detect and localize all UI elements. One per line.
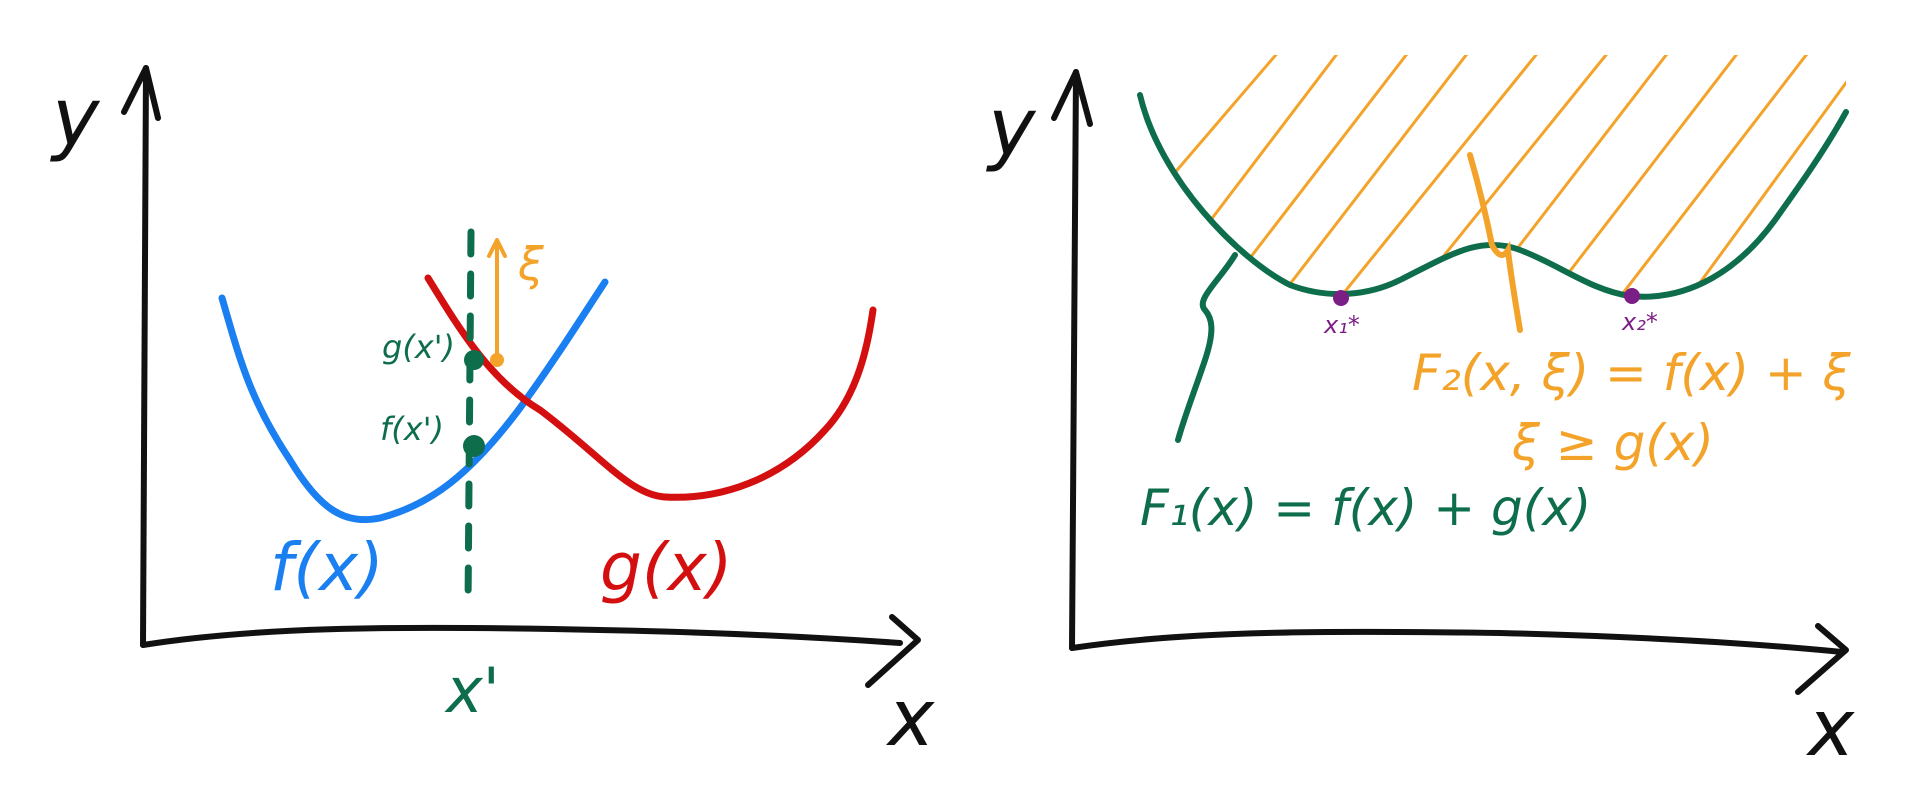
- F2-pointer-squiggle: [1467, 152, 1523, 333]
- F1-pointer-squiggle: [1175, 252, 1238, 443]
- left-y-axis-arrowhead: [121, 65, 161, 121]
- left-panel: y x g(x') f(x') ξ f(x) g(x) x': [50, 65, 935, 764]
- right-panel: y x x₁* x₂* F₂(x, ξ) = f(x) + ξ: [986, 55, 1855, 774]
- right-x-axis-label: x: [1805, 684, 1855, 774]
- minimizer-2-point: [1624, 288, 1640, 304]
- xi-arrowhead: [487, 238, 507, 258]
- left-x-axis-label: x: [885, 674, 935, 764]
- minimizer-1-point: [1333, 290, 1349, 306]
- g-at-x-prime-label: g(x'): [382, 328, 455, 366]
- left-x-axis-arrowhead: [865, 614, 921, 688]
- constraint-label: ξ ≥ g(x): [1511, 414, 1714, 472]
- f-at-x-prime-label: f(x'): [380, 410, 444, 448]
- minimizer-1-label: x₁*: [1323, 311, 1360, 339]
- f-at-x-prime-point: [463, 435, 485, 457]
- x-prime-dashed-line: [464, 228, 475, 612]
- left-x-axis: [140, 624, 903, 648]
- minimizer-2-label: x₂*: [1621, 308, 1658, 336]
- F1-curve: [1137, 92, 1849, 300]
- right-y-axis: [1069, 69, 1079, 651]
- g-label: g(x): [600, 529, 732, 606]
- left-y-axis: [140, 65, 149, 648]
- left-y-axis-label: y: [50, 71, 101, 164]
- xi-label: ξ: [517, 237, 544, 291]
- g-at-x-prime-point: [464, 350, 484, 370]
- xi-start-point: [490, 353, 504, 367]
- x-prime-label: x': [444, 654, 500, 727]
- f-curve: [218, 278, 609, 524]
- right-x-axis: [1069, 628, 1845, 655]
- f-label: f(x): [270, 529, 384, 606]
- g-curve: [424, 274, 877, 501]
- right-x-axis-arrowhead: [1795, 623, 1849, 695]
- F2-label: F₂(x, ξ) = f(x) + ξ: [1412, 344, 1852, 402]
- F1-label: F₁(x) = f(x) + g(x): [1140, 479, 1591, 537]
- right-y-axis-label: y: [986, 81, 1037, 174]
- right-y-axis-arrowhead: [1051, 69, 1093, 127]
